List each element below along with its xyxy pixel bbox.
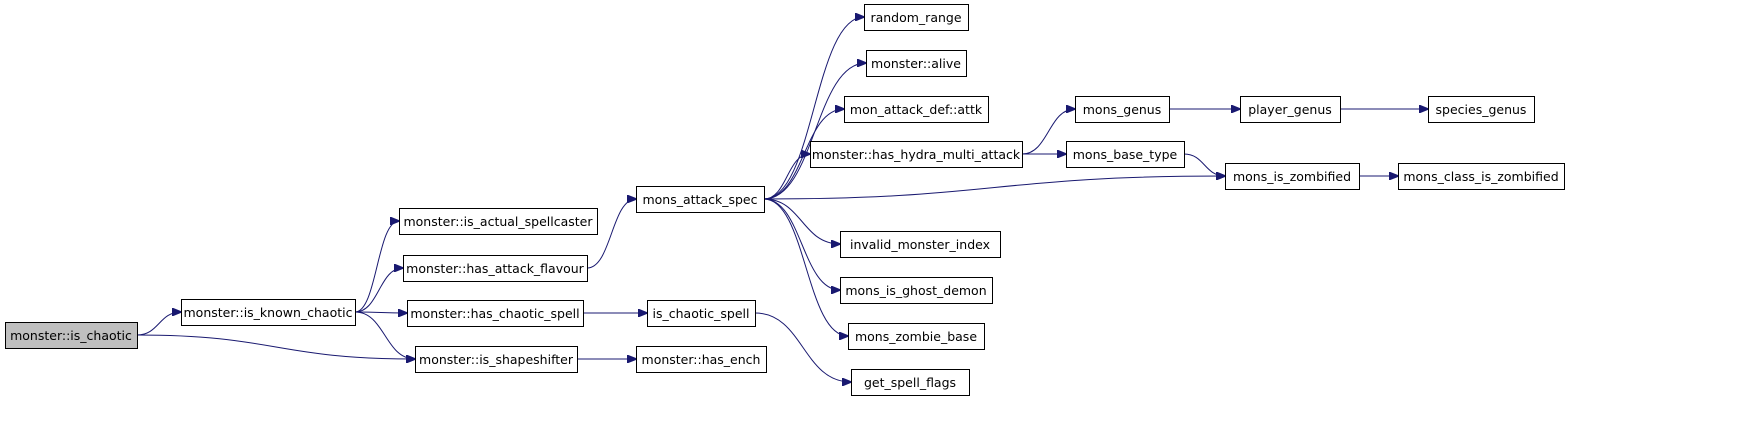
node-box-has_ench bbox=[636, 346, 767, 373]
node-mons_genus[interactable]: mons_genus bbox=[1075, 96, 1170, 123]
node-label-mons_is_zombified: mons_is_zombified bbox=[1233, 169, 1351, 184]
node-mons_class_is_zombified[interactable]: mons_class_is_zombified bbox=[1398, 163, 1565, 190]
node-alive[interactable]: monster::alive bbox=[866, 50, 967, 77]
edge-mons_attack_spec-to-has_hydra_multi_attack bbox=[763, 154, 810, 200]
node-label-species_genus: species_genus bbox=[1436, 102, 1527, 117]
node-label-mons_attack_spec: mons_attack_spec bbox=[642, 192, 757, 207]
node-box-mons_is_ghost_demon bbox=[840, 277, 993, 304]
node-has_chaotic_spell[interactable]: monster::has_chaotic_spell bbox=[407, 300, 584, 327]
node-label-has_hydra_multi_attack: monster::has_hydra_multi_attack bbox=[812, 147, 1021, 162]
node-label-get_spell_flags: get_spell_flags bbox=[864, 375, 956, 390]
node-invalid_monster_index[interactable]: invalid_monster_index bbox=[840, 231, 1001, 258]
edge-mons_attack_spec-to-random_range bbox=[763, 17, 864, 200]
node-label-mons_zombie_base: mons_zombie_base bbox=[855, 329, 977, 344]
node-label-is_actual_spellcaster: monster::is_actual_spellcaster bbox=[403, 214, 593, 229]
node-label-alive: monster::alive bbox=[871, 56, 961, 71]
edge-is_chaotic-to-is_shapeshifter bbox=[136, 334, 415, 359]
node-is_chaotic[interactable]: monster::is_chaotic bbox=[5, 322, 138, 349]
node-box-mons_attack_spec bbox=[636, 186, 765, 213]
node-box-mons_genus bbox=[1075, 96, 1170, 123]
node-species_genus[interactable]: species_genus bbox=[1428, 96, 1535, 123]
node-label-has_chaotic_spell: monster::has_chaotic_spell bbox=[410, 306, 579, 321]
node-label-mons_base_type: mons_base_type bbox=[1073, 147, 1178, 162]
node-box-attk bbox=[844, 96, 989, 123]
edge-mons_attack_spec-to-invalid_monster_index bbox=[763, 198, 840, 244]
node-box-is_shapeshifter bbox=[415, 346, 578, 373]
node-box-is_chaotic_spell bbox=[647, 300, 756, 327]
node-box-species_genus bbox=[1428, 96, 1535, 123]
edge-mons_attack_spec-to-mons_is_ghost_demon bbox=[763, 198, 840, 290]
edge-mons_attack_spec-to-mons_is_zombified bbox=[763, 176, 1225, 200]
node-box-is_chaotic bbox=[5, 322, 138, 349]
node-mons_is_ghost_demon[interactable]: mons_is_ghost_demon bbox=[840, 277, 993, 304]
node-label-is_chaotic: monster::is_chaotic bbox=[10, 328, 132, 343]
node-label-has_ench: monster::has_ench bbox=[642, 352, 761, 367]
node-box-get_spell_flags bbox=[851, 369, 970, 396]
node-is_actual_spellcaster[interactable]: monster::is_actual_spellcaster bbox=[399, 208, 598, 235]
node-label-mons_genus: mons_genus bbox=[1083, 102, 1162, 117]
edge-mons_attack_spec-to-mons_zombie_base bbox=[763, 198, 848, 336]
node-box-random_range bbox=[864, 4, 969, 31]
node-is_chaotic_spell[interactable]: is_chaotic_spell bbox=[647, 300, 756, 327]
node-box-has_attack_flavour bbox=[403, 255, 588, 282]
node-mons_is_zombified[interactable]: mons_is_zombified bbox=[1225, 163, 1360, 190]
node-has_attack_flavour[interactable]: monster::has_attack_flavour bbox=[403, 255, 588, 282]
edge-has_attack_flavour-to-mons_attack_spec bbox=[586, 199, 636, 269]
node-attk[interactable]: mon_attack_def::attk bbox=[844, 96, 989, 123]
nodes-layer: monster::is_chaotic monster::is_known_cha… bbox=[5, 4, 1565, 396]
node-box-player_genus bbox=[1240, 96, 1341, 123]
node-label-is_shapeshifter: monster::is_shapeshifter bbox=[419, 352, 574, 367]
edge-is_chaotic-to-is_known_chaotic bbox=[136, 312, 181, 336]
node-has_ench[interactable]: monster::has_ench bbox=[636, 346, 767, 373]
node-is_shapeshifter[interactable]: monster::is_shapeshifter bbox=[415, 346, 578, 373]
node-has_hydra_multi_attack[interactable]: monster::has_hydra_multi_attack bbox=[810, 141, 1023, 168]
edge-is_known_chaotic-to-is_shapeshifter bbox=[354, 311, 415, 359]
node-box-alive bbox=[866, 50, 967, 77]
node-label-is_chaotic_spell: is_chaotic_spell bbox=[653, 306, 750, 321]
node-box-invalid_monster_index bbox=[840, 231, 1001, 258]
node-box-mons_class_is_zombified bbox=[1398, 163, 1565, 190]
node-box-is_known_chaotic bbox=[181, 299, 356, 326]
node-label-mons_is_ghost_demon: mons_is_ghost_demon bbox=[845, 283, 986, 298]
node-mons_zombie_base[interactable]: mons_zombie_base bbox=[848, 323, 985, 350]
edge-has_hydra_multi_attack-to-mons_genus bbox=[1021, 109, 1075, 155]
node-mons_attack_spec[interactable]: mons_attack_spec bbox=[636, 186, 765, 213]
node-mons_base_type[interactable]: mons_base_type bbox=[1066, 141, 1185, 168]
edge-is_chaotic_spell-to-get_spell_flags bbox=[754, 312, 851, 382]
node-label-player_genus: player_genus bbox=[1248, 102, 1332, 117]
node-is_known_chaotic[interactable]: monster::is_known_chaotic bbox=[181, 299, 356, 326]
node-label-invalid_monster_index: invalid_monster_index bbox=[850, 237, 990, 252]
node-label-attk: mon_attack_def::attk bbox=[850, 102, 983, 117]
edges-layer bbox=[136, 17, 1428, 382]
node-player_genus[interactable]: player_genus bbox=[1240, 96, 1341, 123]
node-box-mons_is_zombified bbox=[1225, 163, 1360, 190]
node-label-is_known_chaotic: monster::is_known_chaotic bbox=[184, 305, 353, 320]
node-label-has_attack_flavour: monster::has_attack_flavour bbox=[406, 261, 585, 276]
edge-is_known_chaotic-to-has_chaotic_spell bbox=[354, 312, 407, 313]
edge-mons_base_type-to-mons_is_zombified bbox=[1183, 153, 1225, 176]
node-box-mons_zombie_base bbox=[848, 323, 985, 350]
node-box-is_actual_spellcaster bbox=[399, 208, 598, 235]
node-box-mons_base_type bbox=[1066, 141, 1185, 168]
node-label-random_range: random_range bbox=[870, 10, 961, 25]
node-get_spell_flags[interactable]: get_spell_flags bbox=[851, 369, 970, 396]
node-box-has_chaotic_spell bbox=[407, 300, 584, 327]
node-box-has_hydra_multi_attack bbox=[810, 141, 1023, 168]
node-random_range[interactable]: random_range bbox=[864, 4, 969, 31]
edge-is_known_chaotic-to-has_attack_flavour bbox=[354, 268, 403, 313]
node-label-mons_class_is_zombified: mons_class_is_zombified bbox=[1403, 169, 1558, 184]
edge-is_known_chaotic-to-is_actual_spellcaster bbox=[354, 221, 399, 313]
